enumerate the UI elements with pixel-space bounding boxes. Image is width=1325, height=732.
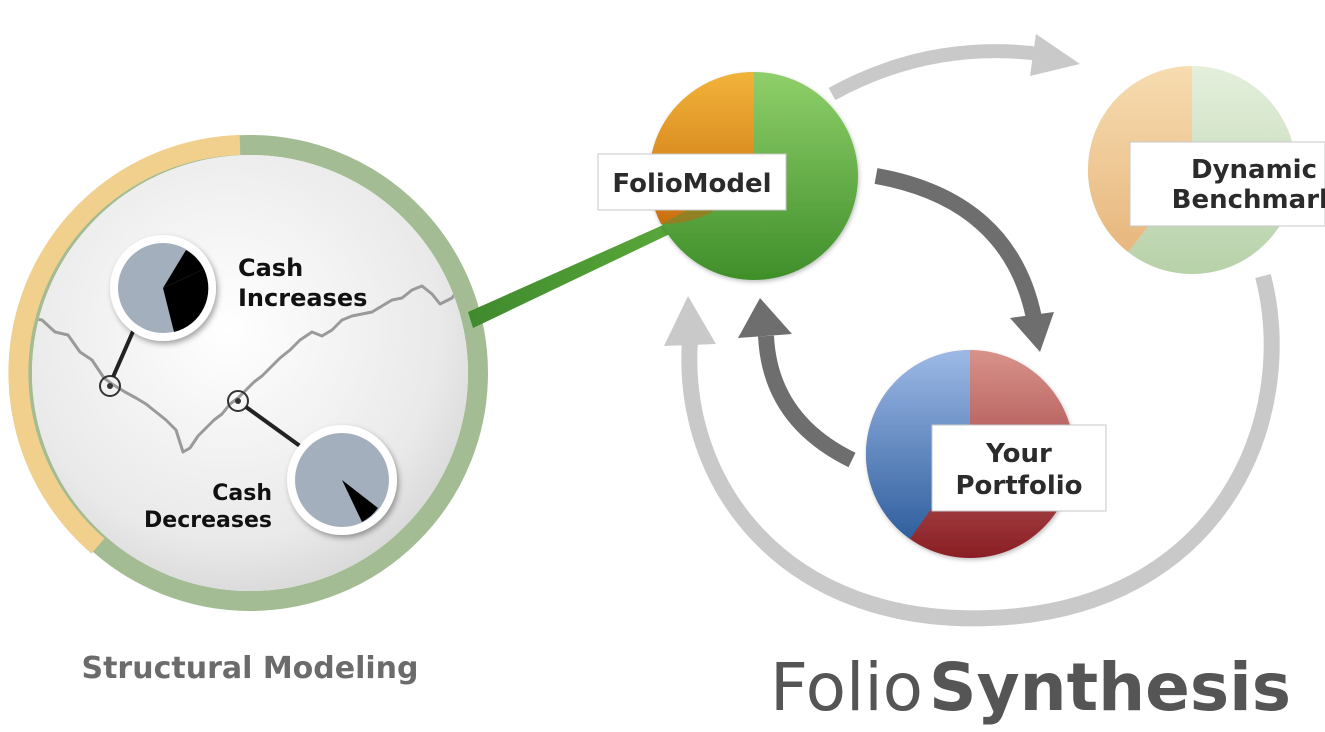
cash-increase-dot — [107, 383, 113, 389]
cash-increase-marker — [99, 375, 121, 397]
folio-model-label-box — [597, 153, 787, 211]
brand-wordmark: FolioSynthesis — [770, 649, 1291, 726]
arrow-model-to-benchmark-head — [1030, 34, 1080, 76]
arrow-benchmark-to-model-head — [664, 296, 716, 346]
structural-modeling-lens: Cash Increases Cash Decreases Structural… — [8, 135, 488, 686]
arrow-benchmark-to-model — [681, 274, 1280, 627]
cash-increases-line2: Increases — [238, 284, 367, 312]
cash-increases-label: Cash Increases — [238, 254, 367, 312]
arrow-model-to-benchmark — [828, 44, 1041, 101]
lens-ring-tan — [8, 135, 241, 554]
cash-decreases-line1: Cash — [212, 481, 272, 506]
your-portfolio-line1: Your — [985, 439, 1052, 469]
cash-decreases-line2: Decreases — [144, 508, 272, 533]
brand-part1: Folio — [770, 649, 923, 726]
brand-part2: Synthesis — [929, 649, 1291, 726]
your-portfolio-label-box — [931, 424, 1107, 512]
dynamic-benchmark-line2: Benchmark — [1172, 185, 1325, 215]
folio-synthesis-logo: FolioSynthesis — [770, 649, 1291, 726]
dynamic-benchmark-label-box — [1129, 141, 1325, 227]
arrow-portfolio-to-model — [758, 335, 856, 468]
dynamic-benchmark-node: Dynamic Benchmark — [1087, 66, 1325, 274]
cash-decrease-leader — [244, 405, 302, 448]
cash-decreases-label: Cash Decreases — [144, 481, 272, 533]
cash-decrease-dot — [235, 398, 241, 404]
cycle-arrows — [664, 34, 1280, 627]
dynamic-benchmark-line1: Dynamic — [1191, 155, 1317, 185]
arrow-model-to-portfolio — [874, 168, 1042, 320]
cash-increases-pie — [110, 235, 216, 341]
structural-modeling-caption: Structural Modeling — [81, 651, 418, 686]
arrow-portfolio-to-model-head — [738, 298, 792, 338]
cash-decreases-pie — [287, 425, 397, 535]
cash-increases-line1: Cash — [238, 254, 303, 282]
cash-decrease-marker — [227, 390, 249, 412]
arrow-model-to-portfolio-head — [1010, 312, 1054, 352]
folio-model-node: FolioModel — [597, 71, 858, 280]
your-portfolio-node: Your Portfolio — [865, 349, 1107, 558]
your-portfolio-line2: Portfolio — [955, 471, 1082, 501]
folio-model-label: FolioModel — [612, 169, 771, 199]
price-path-line — [32, 269, 468, 454]
lens-connector — [468, 205, 716, 328]
